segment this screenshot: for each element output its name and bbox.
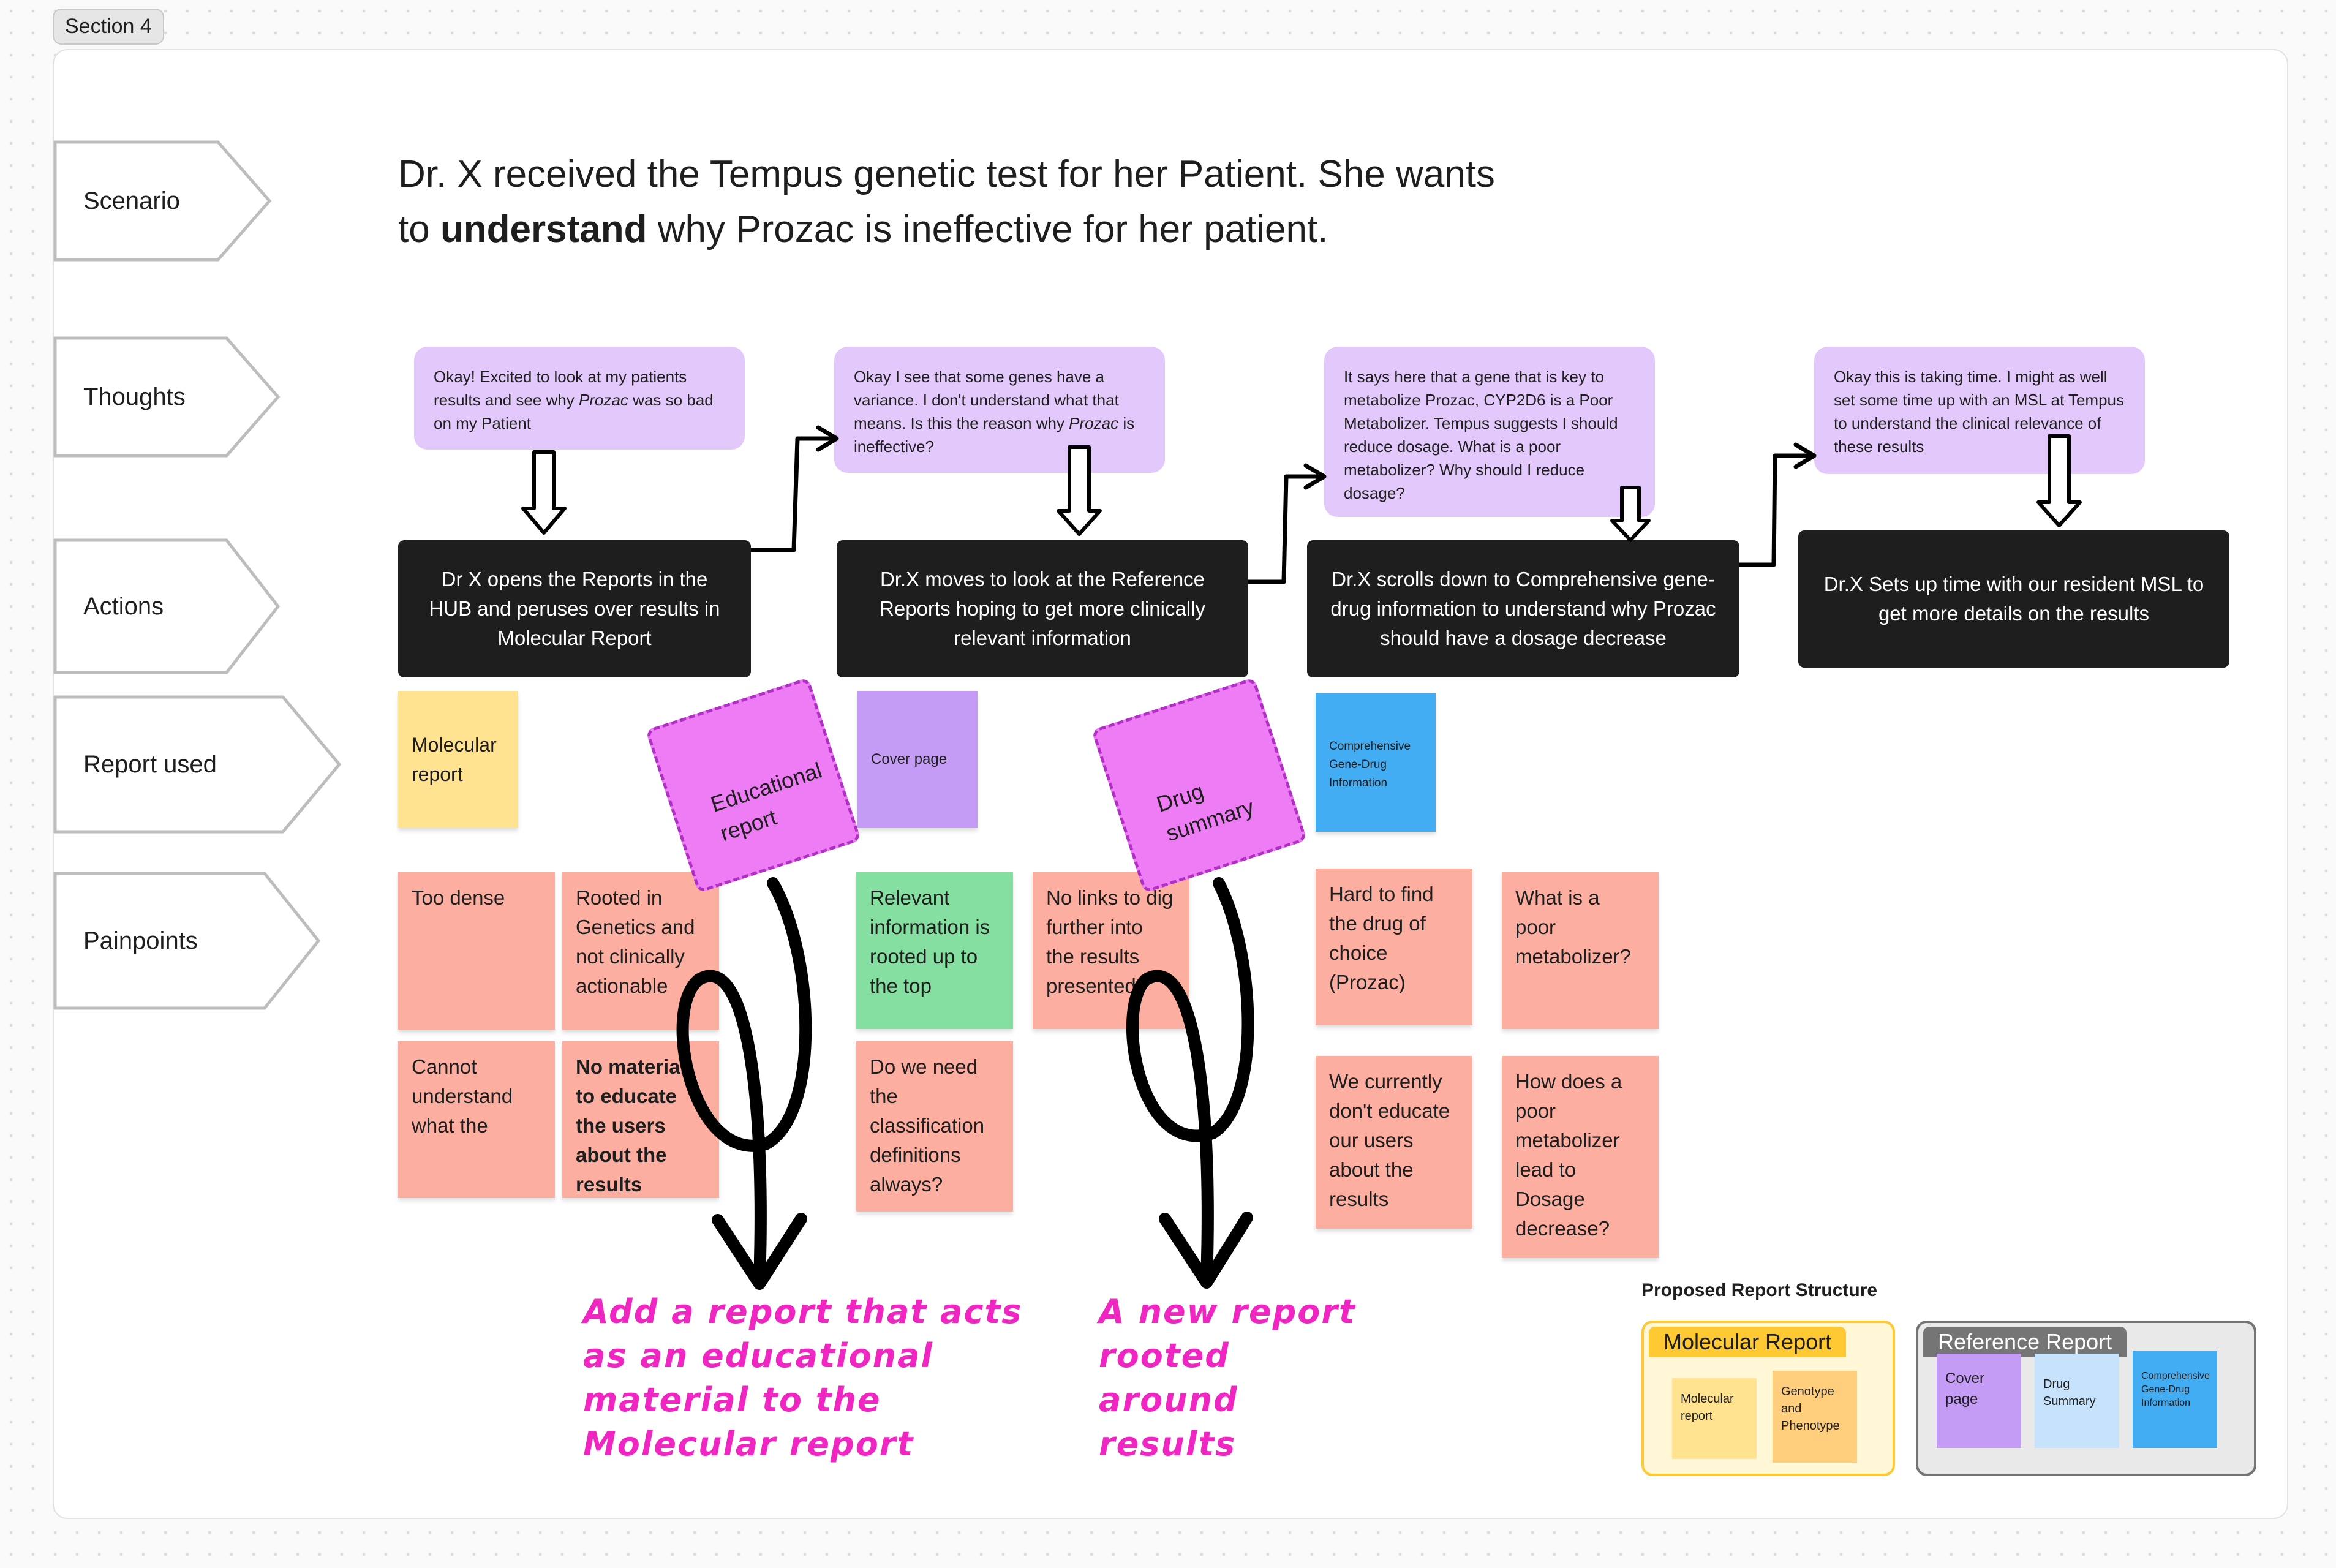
row-label-thoughts: Thoughts	[53, 336, 282, 458]
painpoint-2[interactable]: Rooted in Genetics and not clinically ac…	[562, 872, 719, 1030]
report-comprehensive[interactable]: Comprehensive Gene-Drug Information	[1316, 693, 1436, 832]
painpoint-9[interactable]: What is a poor metabolizer?	[1502, 872, 1659, 1029]
row-label-shape	[53, 695, 342, 834]
painpoint-text: No links to dig further into the results…	[1046, 886, 1174, 997]
painpoint-7[interactable]: Do we need the classification definition…	[856, 1041, 1013, 1212]
painpoint-10[interactable]: We currently don't educate our users abo…	[1316, 1056, 1472, 1229]
row-label-text: Scenario	[83, 187, 180, 214]
row-label-text: Thoughts	[83, 383, 186, 410]
row-label-text: Report used	[83, 750, 217, 778]
thought-emphasis: Prozac	[579, 391, 628, 409]
thought-bubble-2[interactable]: Okay I see that some genes have a varian…	[834, 347, 1165, 473]
report-cover-page[interactable]: Cover page	[857, 691, 978, 828]
report-label: Comprehensive Gene-Drug Information	[1329, 740, 1411, 790]
thought-emphasis: Prozac	[1069, 414, 1119, 432]
painpoint-text: What is a poor metabolizer?	[1515, 886, 1631, 968]
thought-text: Okay this is taking time. I might as wel…	[1834, 368, 2124, 456]
note-educational-report[interactable]: Add a report that acts as an educational…	[583, 1290, 1024, 1466]
thought-bubble-1[interactable]: Okay! Excited to look at my patients res…	[414, 347, 745, 450]
painpoint-5[interactable]: Relevant information is rooted up to the…	[856, 872, 1013, 1029]
scenario-text: Dr. X received the Tempus genetic test f…	[398, 147, 1562, 257]
row-label-text: Painpoints	[83, 927, 198, 954]
legend-item-text: Molecular report	[1681, 1392, 1734, 1423]
row-label-shape	[53, 140, 272, 262]
painpoint-text: Cannot understand what the	[412, 1055, 513, 1137]
legend-title: Proposed Report Structure	[1641, 1280, 1878, 1300]
row-label-shape	[53, 538, 281, 674]
row-label-actions: Actions	[53, 538, 282, 675]
thought-text: Okay I see that some genes have a varian…	[854, 368, 1119, 432]
row-label-shape	[53, 872, 321, 1010]
legend-reference-item-1[interactable]: Cover page	[1937, 1354, 2021, 1448]
legend-reference-header: Reference Report	[1923, 1327, 2127, 1357]
legend-molecular-item-1[interactable]: Molecular report	[1672, 1378, 1757, 1459]
legend-reference-item-3[interactable]: Comprehensive Gene-Drug Information	[2133, 1351, 2217, 1448]
section-tag[interactable]: Section 4	[53, 9, 164, 45]
row-label-shape	[53, 336, 281, 458]
painpoint-6[interactable]: No links to dig further into the results…	[1033, 872, 1189, 1029]
report-molecular[interactable]: Molecular report	[398, 691, 518, 828]
painpoint-text: How does a poor metabolizer lead to Dosa…	[1515, 1070, 1622, 1240]
painpoint-text: Do we need the classification definition…	[870, 1055, 985, 1196]
report-label: Cover page	[871, 751, 948, 767]
thought-bubble-3[interactable]: It says here that a gene that is key to …	[1324, 347, 1655, 517]
scenario-line-2: to understand why Prozac is ineffective …	[398, 202, 1562, 257]
action-card-2[interactable]: Dr.X moves to look at the Reference Repo…	[837, 540, 1248, 677]
legend-item-text: Comprehensive Gene-Drug Information	[2141, 1371, 2210, 1408]
legend-molecular-report[interactable]: Molecular Report Molecular report Genoty…	[1641, 1321, 1895, 1476]
note-text: A new report rooted around results	[1099, 1292, 1356, 1463]
scenario-line-2-bold: understand	[440, 208, 647, 251]
row-label-text: Actions	[83, 592, 164, 620]
legend-item-text: Cover page	[1945, 1370, 1985, 1408]
report-label: Drug summary	[1153, 778, 1257, 846]
painpoint-1[interactable]: Too dense	[398, 872, 555, 1030]
action-text: Dr X opens the Reports in the HUB and pe…	[429, 568, 720, 649]
legend-molecular-item-2[interactable]: Genotype and Phenotype	[1773, 1371, 1857, 1463]
row-label-scenario: Scenario	[53, 140, 273, 262]
action-text: Dr.X moves to look at the Reference Repo…	[880, 568, 1205, 649]
painpoint-text: Rooted in Genetics and not clinically ac…	[576, 886, 695, 997]
report-label: Educational report	[707, 757, 825, 846]
painpoint-3[interactable]: Cannot understand what the	[398, 1041, 555, 1198]
scenario-line-1: Dr. X received the Tempus genetic test f…	[398, 153, 1495, 195]
painpoint-text: No material to educate the users about t…	[576, 1055, 686, 1196]
painpoint-11[interactable]: How does a poor metabolizer lead to Dosa…	[1502, 1056, 1659, 1258]
painpoint-8[interactable]: Hard to find the drug of choice (Prozac)	[1316, 869, 1472, 1025]
row-label-painpoints: Painpoints	[53, 871, 322, 1011]
scenario-line-2-pre: to	[398, 208, 440, 251]
legend-item-text: Drug Summary	[2043, 1378, 2096, 1408]
legend-reference-item-2[interactable]: Drug Summary	[2035, 1354, 2119, 1448]
report-label: Molecular report	[412, 734, 497, 785]
legend-item-text: Genotype and Phenotype	[1781, 1385, 1840, 1433]
legend-reference-report[interactable]: Reference Report Cover page Drug Summary…	[1916, 1321, 2256, 1476]
painpoint-text: Hard to find the drug of choice (Prozac)	[1329, 883, 1434, 993]
action-card-1[interactable]: Dr X opens the Reports in the HUB and pe…	[398, 540, 751, 677]
scenario-line-2-post: why Prozac is ineffective for her patien…	[647, 208, 1328, 251]
painpoint-text: We currently don't educate our users abo…	[1329, 1070, 1450, 1210]
painpoint-4[interactable]: No material to educate the users about t…	[562, 1041, 719, 1198]
painpoint-text: Relevant information is rooted up to the…	[870, 886, 990, 997]
legend-molecular-header: Molecular Report	[1649, 1327, 1847, 1357]
note-text: Add a report that acts as an educational…	[583, 1292, 1023, 1463]
action-text: Dr.X scrolls down to Comprehensive gene-…	[1330, 568, 1716, 649]
thought-bubble-4[interactable]: Okay this is taking time. I might as wel…	[1814, 347, 2145, 474]
row-label-report-used: Report used	[53, 695, 343, 834]
action-text: Dr.X Sets up time with our resident MSL …	[1823, 573, 2204, 625]
painpoint-text: Too dense	[412, 886, 505, 909]
thought-text: Okay! Excited to look at my patients res…	[434, 368, 687, 409]
action-card-3[interactable]: Dr.X scrolls down to Comprehensive gene-…	[1307, 540, 1739, 677]
thought-text: is ineffective?	[854, 414, 1135, 456]
thought-text: It says here that a gene that is key to …	[1344, 368, 1618, 502]
note-drug-summary[interactable]: A new report rooted around results	[1099, 1290, 1356, 1466]
action-card-4[interactable]: Dr.X Sets up time with our resident MSL …	[1798, 530, 2229, 668]
thought-text: was so bad on my Patient	[434, 391, 714, 432]
